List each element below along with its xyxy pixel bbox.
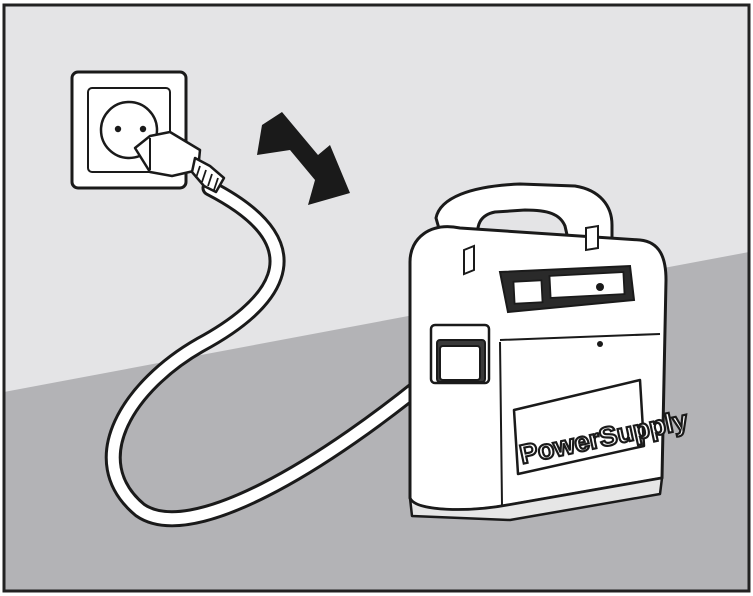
power-cable — [107, 182, 451, 525]
vent-slot-right — [585, 224, 599, 252]
usb-port-icon — [596, 283, 604, 291]
direction-arrow-icon — [257, 112, 350, 205]
carry-handle — [434, 182, 614, 252]
illustration-frame — [2, 3, 751, 593]
display-screen — [548, 271, 626, 299]
device-front-contour — [499, 333, 661, 506]
power-switch-icon — [512, 279, 544, 305]
device-base — [408, 476, 664, 522]
power-supply-device: PowerSupply — [408, 182, 692, 522]
status-indicator-icon — [597, 341, 603, 347]
vent-slot-left — [463, 244, 475, 276]
label-plate — [512, 378, 646, 476]
cable-connector — [439, 345, 481, 381]
power-plug-icon — [133, 130, 226, 194]
